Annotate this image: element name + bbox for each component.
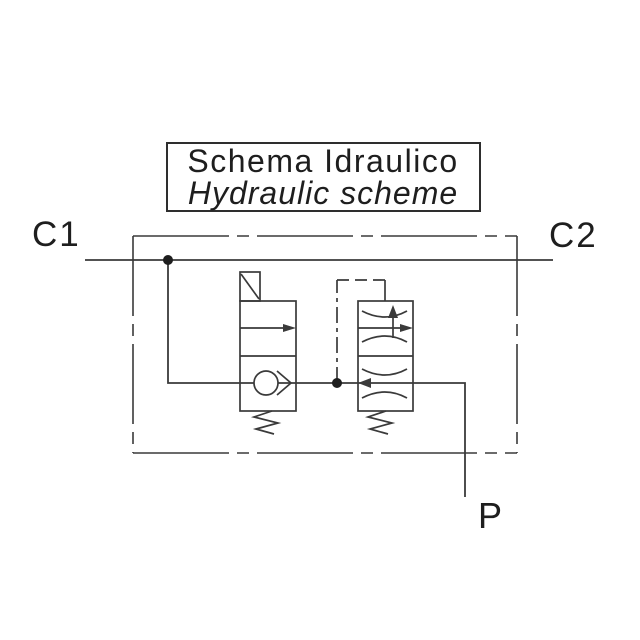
junction-dot-pilot: [332, 378, 342, 388]
pilot-line: [336, 279, 386, 383]
title-box: Schema Idraulico Hydraulic scheme: [166, 142, 481, 212]
valve-block-boundary: [132, 235, 518, 454]
solenoid-diagonal: [240, 273, 260, 300]
left-arrowhead-icon: [358, 378, 371, 388]
title-english: Hydraulic scheme: [188, 175, 458, 211]
junction-dot-c1: [163, 255, 173, 265]
title-box-border: [166, 142, 481, 212]
main-flow-path: [167, 260, 466, 497]
right-arrowhead-icon: [400, 324, 413, 332]
solenoid-check-valve-symbol: [239, 271, 297, 435]
title-italian: Schema Idraulico: [187, 143, 458, 179]
flow-control-valve-symbol: [357, 300, 414, 435]
spring-icon: [364, 410, 396, 435]
venturi-arc-top-lower: [361, 335, 408, 343]
port-label-c2: C2: [549, 216, 598, 255]
port-label-p: P: [478, 495, 504, 536]
spring-icon: [250, 410, 282, 435]
right-arrowhead-icon: [283, 324, 296, 332]
up-arrowhead-icon: [388, 305, 398, 318]
venturi-arc-bottom-lower: [361, 391, 408, 399]
port-label-c1: C1: [32, 215, 81, 254]
check-valve-icon: [253, 370, 279, 396]
venturi-arc-bottom-upper: [361, 368, 408, 376]
venturi-arc-top-upper: [361, 310, 408, 318]
check-valve-seat: [276, 370, 293, 396]
